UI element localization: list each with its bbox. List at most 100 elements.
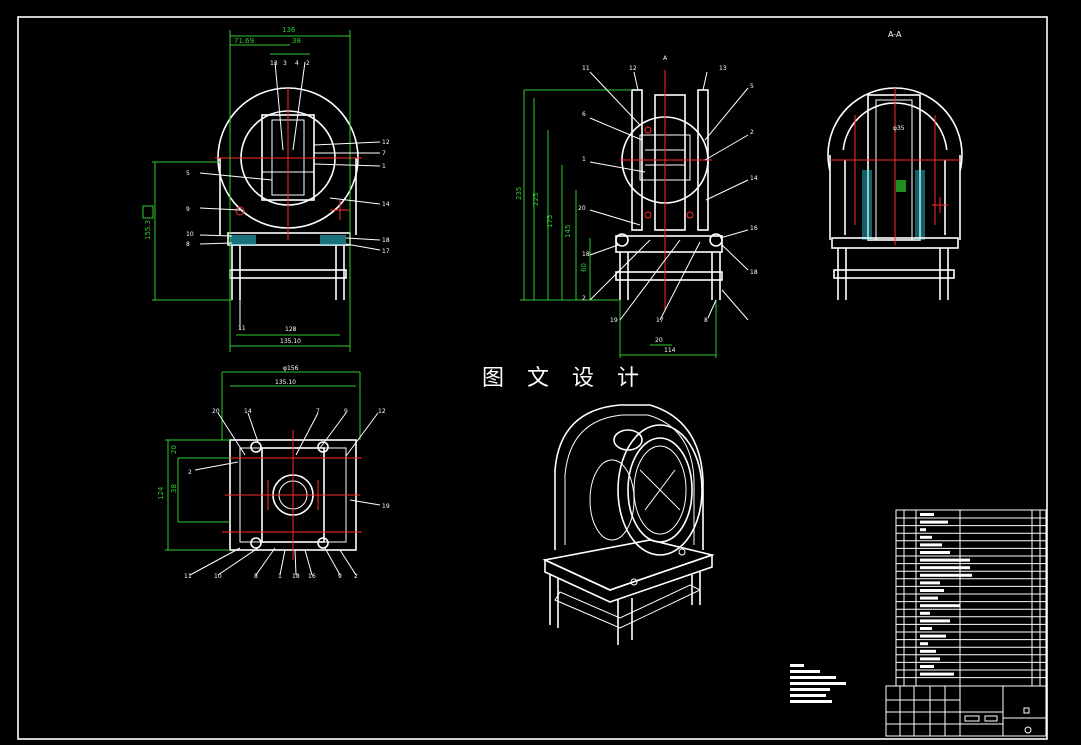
parts-list-entry bbox=[920, 551, 950, 554]
side-dim: 114 bbox=[664, 347, 676, 354]
top-dim: 38 bbox=[170, 484, 178, 493]
front-dim-width: 136 bbox=[282, 26, 296, 34]
side-callout: 8 bbox=[704, 317, 708, 324]
side-callout: 18 bbox=[582, 251, 590, 258]
front-dim-base: 128 bbox=[285, 326, 297, 333]
front-callout: 1 bbox=[382, 163, 386, 170]
isometric-view bbox=[542, 404, 715, 645]
parts-list-entry bbox=[920, 581, 940, 585]
front-callout: 5 bbox=[186, 170, 190, 177]
parts-list-entry bbox=[920, 627, 932, 630]
front-callout: 11 bbox=[238, 325, 246, 332]
parts-list-entry bbox=[920, 611, 930, 615]
side-callout: 18 bbox=[750, 269, 758, 276]
top-dim: 135.10 bbox=[275, 379, 296, 386]
side-callout: 16 bbox=[750, 225, 758, 232]
section-dim: φ35 bbox=[893, 125, 905, 132]
parts-list-entry bbox=[920, 672, 954, 676]
top-callout: 9 bbox=[338, 573, 342, 580]
front-callout: 2 bbox=[306, 60, 310, 67]
parts-list-entry bbox=[920, 566, 970, 570]
top-callout: 10 bbox=[214, 573, 222, 580]
front-callout: 13 bbox=[270, 60, 278, 67]
parts-list-entry bbox=[920, 543, 942, 547]
side-callout: 17 bbox=[656, 317, 664, 324]
top-view-labels: φ156 135.10 124 20 38 20 14 7 9 12 2 19 … bbox=[157, 365, 390, 580]
side-dim: 175 bbox=[546, 215, 554, 228]
front-callout: 7 bbox=[382, 150, 386, 157]
side-callout: 2 bbox=[582, 295, 586, 302]
side-dim: 145 bbox=[564, 225, 572, 238]
parts-list-entry bbox=[920, 665, 934, 668]
front-callout: 14 bbox=[382, 201, 390, 208]
parts-list-entry bbox=[920, 589, 944, 592]
side-callout: 14 bbox=[750, 175, 758, 182]
parts-list-entry bbox=[920, 634, 946, 638]
top-callout: 7 bbox=[316, 408, 320, 415]
technical-notes bbox=[790, 664, 846, 703]
section-view bbox=[827, 87, 963, 300]
side-callout: 5 bbox=[750, 83, 754, 90]
parts-list-entry bbox=[920, 573, 972, 577]
section-label: A-A bbox=[888, 30, 902, 39]
top-callout: 9 bbox=[344, 408, 348, 415]
top-callout: 18 bbox=[292, 573, 300, 580]
sheet-border bbox=[17, 16, 1048, 740]
parts-list-entry bbox=[920, 535, 932, 539]
front-callout: 18 bbox=[382, 237, 390, 244]
top-dim: φ156 bbox=[283, 365, 299, 372]
front-callout: 9 bbox=[186, 206, 190, 213]
side-callout: 2 bbox=[750, 129, 754, 136]
side-dim: 235 bbox=[515, 187, 523, 200]
front-callout: 3 bbox=[283, 60, 287, 67]
side-view bbox=[520, 70, 749, 358]
parts-list-entry bbox=[920, 649, 936, 653]
top-callout: 1 bbox=[278, 573, 282, 580]
top-callout: 2 bbox=[354, 573, 358, 580]
side-callout: 11 bbox=[582, 65, 590, 72]
parts-list-entry bbox=[920, 642, 928, 646]
front-callout: 10 bbox=[186, 231, 194, 238]
front-callout: 4 bbox=[295, 60, 299, 67]
front-callout: 17 bbox=[382, 248, 390, 255]
side-dim: 225 bbox=[532, 193, 540, 206]
side-callout: 12 bbox=[629, 65, 637, 72]
parts-list-entry bbox=[920, 528, 926, 532]
top-callout: 16 bbox=[308, 573, 316, 580]
top-callout: 2 bbox=[188, 469, 192, 476]
front-dim-base-total: 135.10 bbox=[280, 338, 301, 345]
top-callout: 11 bbox=[184, 573, 192, 580]
front-view bbox=[142, 30, 381, 352]
front-view-labels: 136 71.69 38 155.3 128 135.10 13 3 4 2 1… bbox=[144, 26, 390, 345]
title-block bbox=[885, 685, 1047, 737]
front-dim-height: 155.3 bbox=[144, 220, 152, 240]
parts-list-entry bbox=[920, 619, 950, 623]
side-callout: A bbox=[663, 55, 668, 62]
parts-list-entry bbox=[920, 596, 938, 600]
front-callout: 8 bbox=[186, 241, 190, 248]
side-dim: 20 bbox=[655, 337, 663, 344]
parts-list-table bbox=[895, 509, 1047, 687]
top-callout: 19 bbox=[382, 503, 390, 510]
parts-list-entry bbox=[920, 558, 970, 562]
front-callout: 12 bbox=[382, 139, 390, 146]
watermark-text: 图 文 设 计 bbox=[482, 366, 647, 391]
side-callout: 1 bbox=[582, 156, 586, 163]
side-callout: 20 bbox=[578, 205, 586, 212]
top-callout: 20 bbox=[212, 408, 220, 415]
front-dim-offset: 71.69 bbox=[234, 37, 254, 45]
top-callout: 14 bbox=[244, 408, 252, 415]
top-callout: 12 bbox=[378, 408, 386, 415]
parts-list-entry bbox=[920, 520, 948, 524]
side-callout: 6 bbox=[582, 111, 586, 118]
side-view-labels: 235 225 175 145 60 114 20 11 12 A 13 5 6… bbox=[515, 55, 758, 354]
parts-list-entry bbox=[920, 513, 934, 516]
parts-list-entry bbox=[920, 604, 960, 608]
top-dim: 124 bbox=[157, 486, 165, 500]
top-view bbox=[165, 371, 381, 576]
side-callout: 19 bbox=[610, 317, 618, 324]
side-callout: 13 bbox=[719, 65, 727, 72]
side-dim: 60 bbox=[580, 263, 588, 272]
